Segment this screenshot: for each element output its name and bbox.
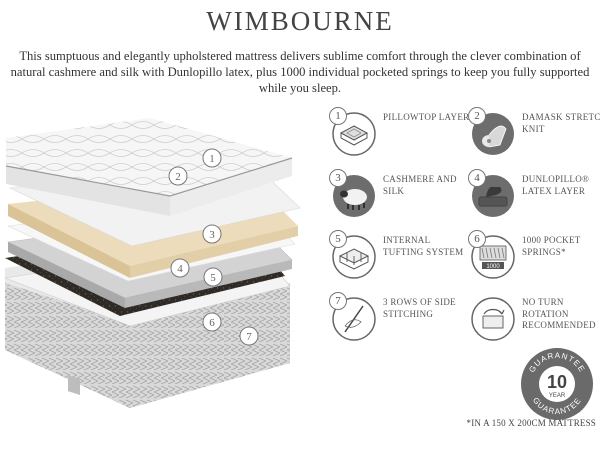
feature-latex: 4 DUNLOPILLO® LATEX LAYER [468,169,600,223]
layer-marker-1: 1 [202,148,222,168]
feature-label: 3 ROWS OF SIDE STITCHING [383,297,456,319]
tufting-icon [332,235,376,279]
feature-label: DAMASK STRETCH KNIT [522,112,600,134]
rotate-mattress-icon [471,297,515,341]
layer-marker-3: 3 [202,224,222,244]
feature-label: DUNLOPILLO® LATEX LAYER [522,174,590,196]
feature-cashmere: 3 CASHMERE AND SILK [329,169,471,223]
feature-label: INTERNAL TUFTING SYSTEM [383,235,464,257]
layer-marker-6: 6 [202,312,222,332]
feature-label: NO TURN ROTATION RECOMMENDED [522,297,596,330]
svg-text:10: 10 [547,372,567,392]
page-title: WIMBOURNE [206,6,394,36]
feature-damask: 2 DAMASK STRETCH KNIT [468,107,600,161]
feature-label: CASHMERE AND SILK [383,174,457,196]
svg-text:1: 1 [209,153,215,165]
sheep-icon [333,175,375,217]
layer-marker-4: 4 [170,258,190,278]
feature-label: 1000 POCKET SPRINGS* [522,235,581,257]
footnote: *IN A 150 X 200CM MATTRESS [466,418,596,428]
fabric-roll-icon [472,113,514,155]
svg-text:3: 3 [209,229,215,241]
layer-marker-2: 2 [168,166,188,186]
layer-marker-7: 7 [239,326,259,346]
feature-no-turn: NO TURN ROTATION RECOMMENDED [470,296,600,346]
svg-text:6: 6 [209,317,215,329]
feature-number: 7 [329,292,347,310]
svg-text:1000: 1000 [486,264,500,270]
guarantee-badge: GUARANTEE GUARANTEE 10 YEAR [521,348,593,420]
pillowtop-icon [332,112,376,156]
mattress-layers-illustration: 1 2 3 4 5 6 7 [3,118,301,408]
latex-hand-icon [472,175,514,217]
feature-stitching: 7 3 ROWS OF SIDE STITCHING [329,292,471,346]
feature-tufting: 5 INTERNAL TUFTING SYSTEM [329,230,471,284]
feature-number: 5 [329,230,347,248]
feature-number: 6 [468,230,486,248]
product-description: This sumptuous and elegantly upholstered… [10,49,590,95]
svg-text:7: 7 [246,331,252,343]
layer-pillowtop [5,118,293,216]
feature-number: 3 [329,169,347,187]
svg-text:5: 5 [210,272,216,284]
springs-icon: 1000 [471,235,515,279]
feature-pillowtop: 1 PILLOWTOP LAYER [329,107,471,161]
feature-number: 4 [468,169,486,187]
svg-text:4: 4 [177,263,183,275]
feature-number: 1 [329,107,347,125]
needle-icon [332,297,376,341]
svg-text:2: 2 [175,171,181,183]
layer-marker-5: 5 [203,267,223,287]
feature-number: 2 [468,107,486,125]
feature-springs: 1000 6 1000 POCKET SPRINGS* [468,230,600,284]
feature-label: PILLOWTOP LAYER [383,112,470,122]
svg-text:YEAR: YEAR [549,393,566,399]
